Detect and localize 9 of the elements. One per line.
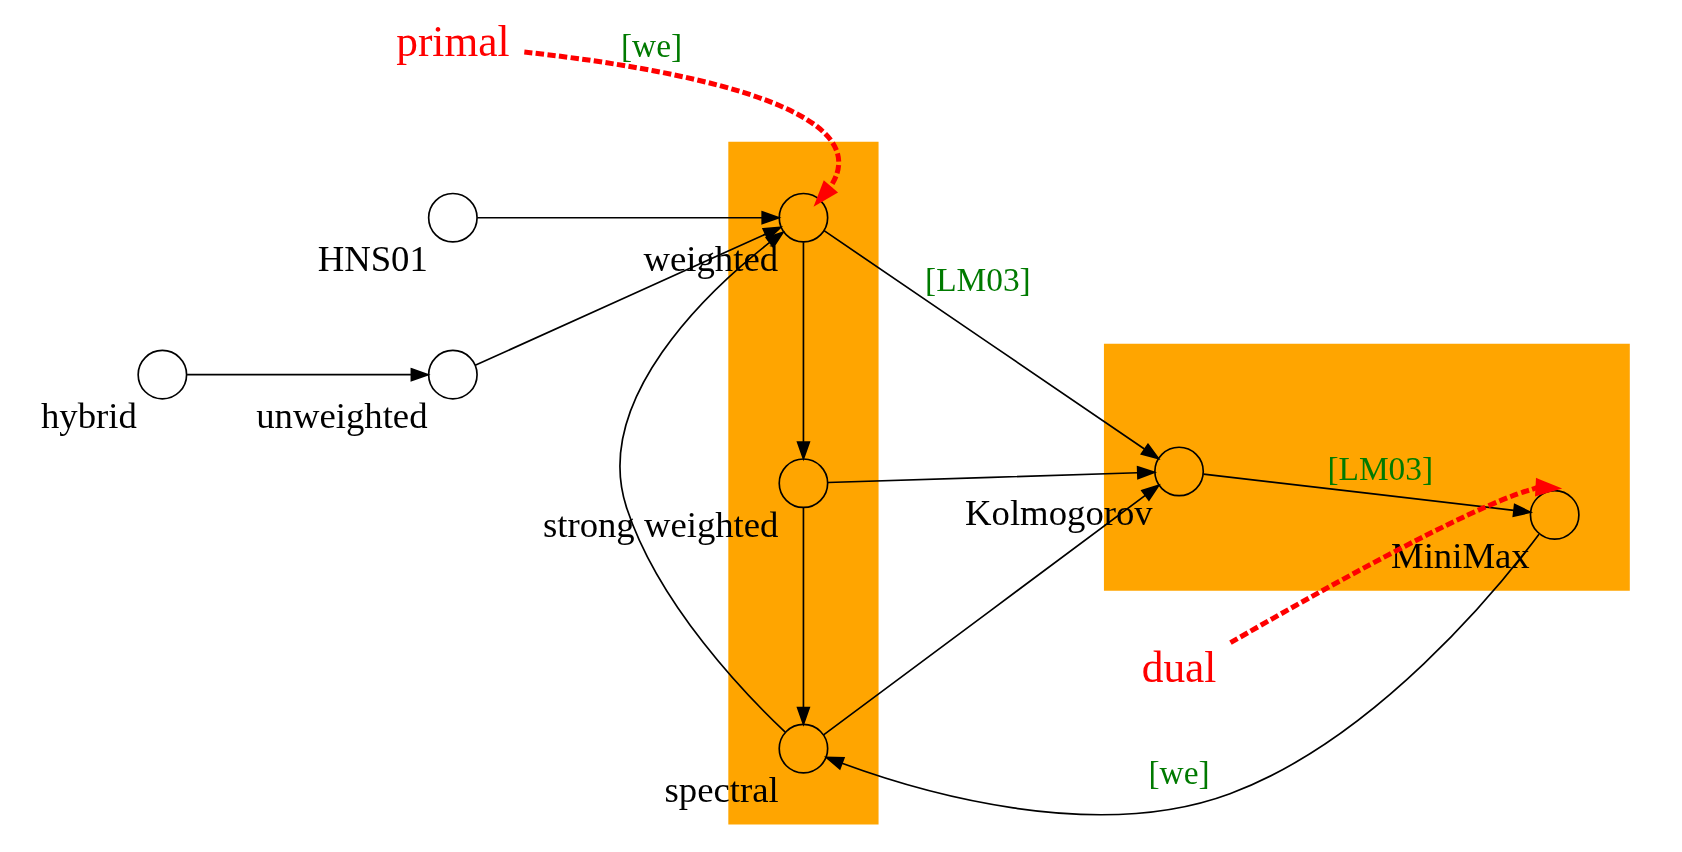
node-label: HNS01 (317, 238, 428, 280)
node-label: unweighted (256, 395, 428, 437)
node-label: hybrid (40, 395, 137, 437)
edge-label: [LM03] (1327, 449, 1434, 487)
edge-label: [we] (1148, 753, 1210, 791)
node-text: dual (1141, 643, 1217, 692)
node-text: primal (396, 17, 510, 66)
edge-label: [LM03] (925, 261, 1031, 299)
edge-label: [we] (620, 27, 683, 65)
